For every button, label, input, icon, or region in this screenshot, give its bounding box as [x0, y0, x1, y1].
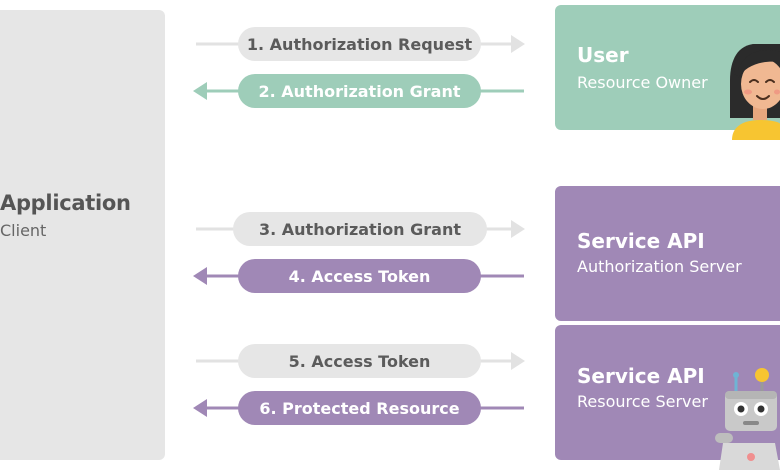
resource-server-box: Service API Resource Server [555, 325, 780, 460]
step-4-label: 4. Access Token [238, 259, 481, 293]
robot-icon [715, 368, 780, 470]
step-2-label: 2. Authorization Grant [238, 74, 481, 108]
application-title: Application [0, 191, 131, 215]
user-subtitle: Resource Owner [577, 73, 708, 92]
application-box [0, 10, 165, 460]
step-6-label: 6. Protected Resource [238, 391, 481, 425]
woman-avatar-icon [730, 44, 780, 140]
user-title: User [577, 43, 629, 67]
resource-server-subtitle: Resource Server [577, 392, 708, 411]
resource-server-title: Service API [577, 364, 705, 388]
step-5-label: 5. Access Token [238, 344, 481, 378]
application-subtitle: Client [0, 221, 47, 240]
authorization-server-subtitle: Authorization Server [577, 257, 742, 276]
authorization-server-box: Service API Authorization Server [555, 186, 780, 321]
step-1-label: 1. Authorization Request [238, 27, 481, 61]
authorization-server-title: Service API [577, 229, 705, 253]
step-3-label: 3. Authorization Grant [233, 212, 487, 246]
